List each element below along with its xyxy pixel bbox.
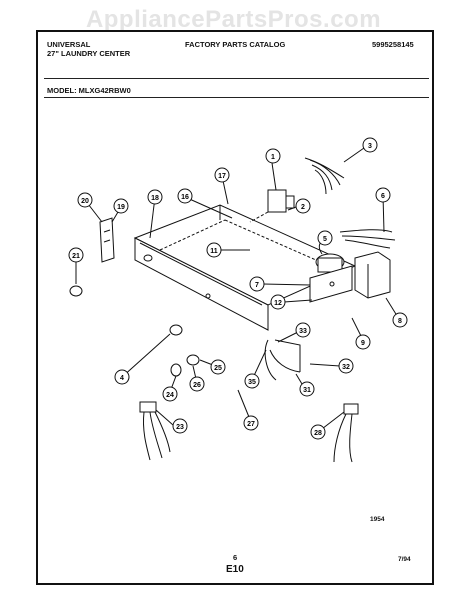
callout-20-text: 20 [81, 198, 89, 205]
callout-27: 27 [243, 415, 259, 431]
callout-32: 32 [338, 358, 354, 374]
callout-4-text: 4 [120, 375, 124, 382]
callout-11-text: 11 [210, 248, 218, 255]
timer-part [249, 189, 295, 223]
callout-7-text: 7 [255, 282, 259, 289]
callout-28-text: 28 [314, 430, 322, 437]
brand-label: UNIVERSAL [47, 40, 91, 49]
callout-26-text: 26 [193, 382, 201, 389]
callout-4: 4 [114, 369, 130, 385]
callout-3: 3 [362, 137, 378, 153]
knob-bracket [99, 217, 115, 263]
callout-8: 8 [392, 312, 408, 328]
callout-23-text: 23 [176, 424, 184, 431]
knob-25 [186, 354, 200, 366]
control-panel-drawing [133, 204, 357, 331]
door-switch-part [264, 339, 301, 381]
callout-7: 7 [249, 276, 265, 292]
catalog-title: FACTORY PARTS CATALOG [185, 40, 286, 49]
callout-1-text: 1 [271, 154, 275, 161]
callout-19: 19 [113, 198, 129, 214]
wire-harness-6 [339, 229, 396, 249]
callout-23: 23 [172, 418, 188, 434]
part-number: 5995258145 [372, 40, 414, 49]
callout-16: 16 [177, 188, 193, 204]
callout-28: 28 [310, 424, 326, 440]
relay-box-part [354, 251, 391, 299]
callout-19-text: 19 [117, 204, 125, 211]
section-code: E10 [226, 564, 244, 575]
callout-31: 31 [299, 381, 315, 397]
knob-4 [169, 324, 183, 336]
callout-2: 2 [295, 198, 311, 214]
callout-31-text: 31 [303, 387, 311, 394]
header-rule [44, 78, 429, 79]
mounting-bracket [309, 265, 353, 303]
callout-33: 33 [295, 322, 311, 338]
callout-6-text: 6 [381, 193, 385, 200]
callout-9: 9 [355, 334, 371, 350]
model-label: MODEL: MLXG42RBW0 [47, 86, 131, 95]
callout-26: 26 [189, 376, 205, 392]
callout-20: 20 [77, 192, 93, 208]
catalog-page-border [36, 30, 434, 585]
callout-35: 35 [244, 373, 260, 389]
knob-21 [69, 285, 83, 297]
callout-24: 24 [162, 386, 178, 402]
subtitle-label: 27" LAUNDRY CENTER [47, 49, 131, 58]
callout-16-text: 16 [181, 194, 189, 201]
callout-12-text: 12 [274, 300, 282, 307]
callout-24-text: 24 [166, 392, 174, 399]
callout-12: 12 [270, 294, 286, 310]
callout-labels: 1 2 3 4 5 6 7 8 9 11 12 16 17 18 19 20 2… [68, 137, 408, 440]
model-rule [44, 97, 429, 98]
wire-harness-3 [304, 157, 345, 195]
watermark-text: AppliancePartsPros.com [85, 6, 382, 33]
callout-6: 6 [375, 187, 391, 203]
callout-1: 1 [265, 148, 281, 164]
date-code: 7/94 [398, 556, 411, 563]
callout-5: 5 [317, 230, 333, 246]
callout-9-text: 9 [361, 340, 365, 347]
callout-33-text: 33 [299, 328, 307, 335]
callout-32-text: 32 [342, 364, 350, 371]
callout-5-text: 5 [323, 236, 327, 243]
callout-21: 21 [68, 247, 84, 263]
callout-27-text: 27 [247, 421, 255, 428]
callout-3-text: 3 [368, 143, 372, 150]
figure-number: 1954 [370, 516, 385, 523]
page-number: 6 [233, 553, 238, 562]
wire-harness-23 [139, 401, 171, 461]
callout-21-text: 21 [72, 253, 80, 260]
callout-18-text: 18 [151, 195, 159, 202]
switch-part [315, 239, 345, 273]
knob-24 [170, 363, 182, 377]
callout-11: 11 [206, 242, 222, 258]
wire-harness-28 [333, 403, 359, 463]
callout-17: 17 [214, 167, 230, 183]
callout-2-text: 2 [301, 204, 305, 211]
callout-25-text: 25 [214, 365, 222, 372]
callout-18: 18 [147, 189, 163, 205]
callout-25: 25 [210, 359, 226, 375]
callout-35-text: 35 [248, 379, 256, 386]
callout-8-text: 8 [398, 318, 402, 325]
callout-17-text: 17 [218, 173, 226, 180]
